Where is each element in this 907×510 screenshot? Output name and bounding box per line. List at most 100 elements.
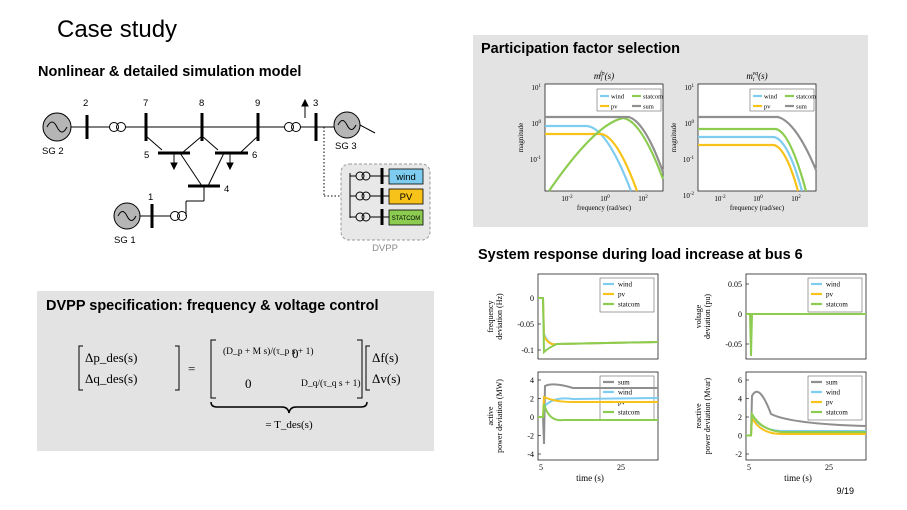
tick-label: -0.05: [517, 320, 534, 329]
y-axis-label-line1: voltage: [694, 304, 703, 328]
tick-label: 0.05: [728, 280, 742, 289]
tick-label: -2: [527, 432, 534, 441]
eq-m21: 0: [245, 376, 252, 391]
bus-label-6: 6: [252, 150, 257, 161]
sg2-label: SG 2: [42, 146, 64, 157]
legend-label-pv: pv: [826, 291, 834, 299]
eq-underbrace-label: = T_des(s): [265, 419, 313, 431]
tick-label: 100: [532, 120, 542, 128]
tick-label: 100: [685, 120, 695, 128]
series-line-statcom: [746, 410, 866, 437]
series-line-sum: [698, 115, 818, 171]
plot-title: mifp(s): [594, 70, 614, 83]
tick-label: 0: [738, 310, 742, 319]
legend-label-pv: pv: [764, 104, 771, 111]
spec-heading: DVPP specification: frequency & voltage …: [46, 298, 379, 314]
legend-label-statcom: statcom: [796, 94, 816, 101]
bus-label-2: 2: [83, 98, 88, 109]
series-line-pv: [545, 132, 639, 192]
tick-label: 101: [685, 84, 695, 92]
network-diagram: wind PV STATCOM DVPP 2 7 8 9 3 5 6 4 1 S…: [42, 98, 431, 253]
legend-label-wind: wind: [826, 389, 841, 397]
tick-label: 102: [791, 195, 801, 203]
tick-label: 0: [530, 413, 534, 422]
legend-label-wind: wind: [618, 281, 633, 289]
tick-label: 25: [617, 463, 625, 472]
legend-label-statcom: statcom: [826, 409, 848, 417]
sg1-generator: [113, 202, 141, 230]
eq-m22: D_q/(τ_q s + 1): [301, 378, 361, 389]
legend-label-statcom: statcom: [826, 301, 848, 309]
y-axis-label-line2: power deviation (Mvar): [703, 377, 712, 454]
legend-label-wind: wind: [618, 389, 633, 397]
series-line-statcom: [746, 313, 866, 357]
participation-plot-2: mivq(s) magnitude frequency (rad/sec) 101 10…: [670, 71, 818, 212]
left-heading: Nonlinear & detailed simulation model: [38, 64, 302, 80]
y-axis-label-line1: active: [486, 406, 495, 426]
bus-label-7: 7: [143, 98, 148, 109]
tick-label: 5: [747, 463, 751, 472]
x-axis-label: time (s): [576, 473, 604, 483]
legend-label-statcom: statcom: [643, 94, 663, 101]
y-axis-label-line2: deviation (pu): [703, 294, 712, 339]
x-axis-label: frequency (rad/sec): [730, 204, 785, 212]
bus-label-1: 1: [148, 192, 153, 203]
tick-label: -0.05: [725, 340, 742, 349]
tick-label: 10-1: [530, 156, 542, 164]
bus-label-4: 4: [224, 184, 229, 195]
tick-label: 2: [738, 413, 742, 422]
series-line-statcom: [538, 403, 658, 422]
series-line-pv: [538, 395, 658, 418]
sg3-label: SG 3: [335, 141, 357, 152]
dvpp-statcom-label: STATCOM: [392, 216, 420, 222]
legend-label-statcom: statcom: [618, 301, 640, 309]
bus-label-3: 3: [313, 98, 318, 109]
participation-plots: mifp(s) magnitude frequency (rad/sec) 101 10…: [517, 70, 818, 212]
spec-equation: Δp_des(s) Δq_des(s) = (D_p + M s)/(τ_p s…: [78, 339, 401, 431]
legend-label-sum: sum: [643, 104, 654, 111]
tick-label: -4: [527, 450, 534, 459]
tick-label: 10-2: [714, 195, 726, 203]
eq-rhs-v: Δv(s): [372, 371, 401, 386]
tick-label: 102: [638, 195, 648, 203]
eq-m11: (D_p + M s)/(τ_p s + 1): [223, 346, 314, 357]
eq-m12: 0: [292, 346, 299, 361]
series-line-statcom: [538, 297, 659, 355]
spec-panel: DVPP specification: frequency & voltage …: [37, 291, 434, 451]
sg2-generator: [42, 112, 72, 142]
svg-text:=: =: [188, 361, 195, 376]
dvpp-pv-unit: [388, 188, 424, 205]
series-line-pv: [698, 143, 800, 192]
y-axis-label-line1: frequency: [486, 301, 495, 333]
sg3-generator: [333, 111, 361, 139]
series-line-wind: [545, 124, 633, 192]
series-line-sum: [538, 383, 658, 445]
tick-label: 0: [530, 294, 534, 303]
legend-label-sum: sum: [796, 104, 807, 111]
tick-label: 5: [539, 463, 543, 472]
legend-label-pv: pv: [611, 104, 618, 111]
slide-title: Case study: [57, 16, 178, 43]
page-number: 9/19: [836, 486, 854, 496]
legend-label-sum: sum: [618, 379, 630, 387]
series-line-sum: [746, 390, 867, 437]
legend-label-wind: wind: [826, 281, 841, 289]
x-axis-label: frequency (rad/sec): [577, 204, 632, 212]
y-axis-label: magnitude: [670, 123, 678, 153]
eq-lhs-p: Δp_des(s): [85, 350, 137, 365]
legend-label-pv: pv: [826, 399, 834, 407]
dvpp-wind-unit: [388, 168, 424, 185]
tick-label: 4: [738, 395, 742, 404]
tick-label: 10-2: [683, 192, 695, 200]
plot-title: mivq(s): [746, 71, 767, 83]
bus-label-8: 8: [199, 98, 204, 109]
